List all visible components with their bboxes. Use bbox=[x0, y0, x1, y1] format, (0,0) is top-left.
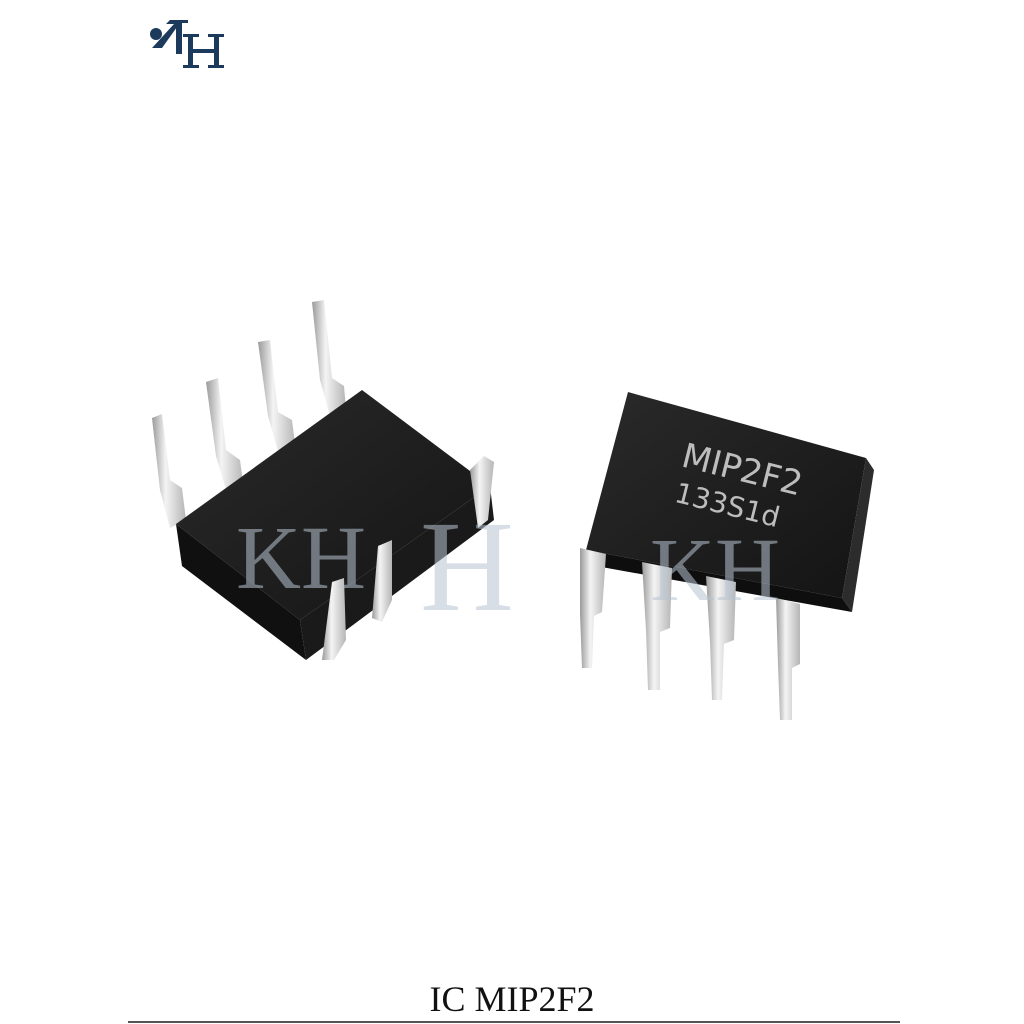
svg-text:H: H bbox=[420, 495, 514, 639]
svg-text:KH: KH bbox=[650, 521, 780, 620]
caption-divider bbox=[128, 1021, 900, 1023]
watermark: KH KH H bbox=[236, 495, 780, 639]
left-chip-bottom-pins bbox=[322, 456, 494, 660]
svg-text:KH: KH bbox=[236, 509, 366, 608]
left-chip-top-pins bbox=[152, 300, 346, 528]
left-ic-chip bbox=[152, 300, 494, 660]
product-caption: IC MIP2F2 bbox=[429, 979, 595, 1019]
brand-logo bbox=[150, 20, 224, 68]
right-chip-pins bbox=[580, 548, 800, 720]
right-ic-chip: MIP2F2 133S1d bbox=[580, 392, 874, 720]
